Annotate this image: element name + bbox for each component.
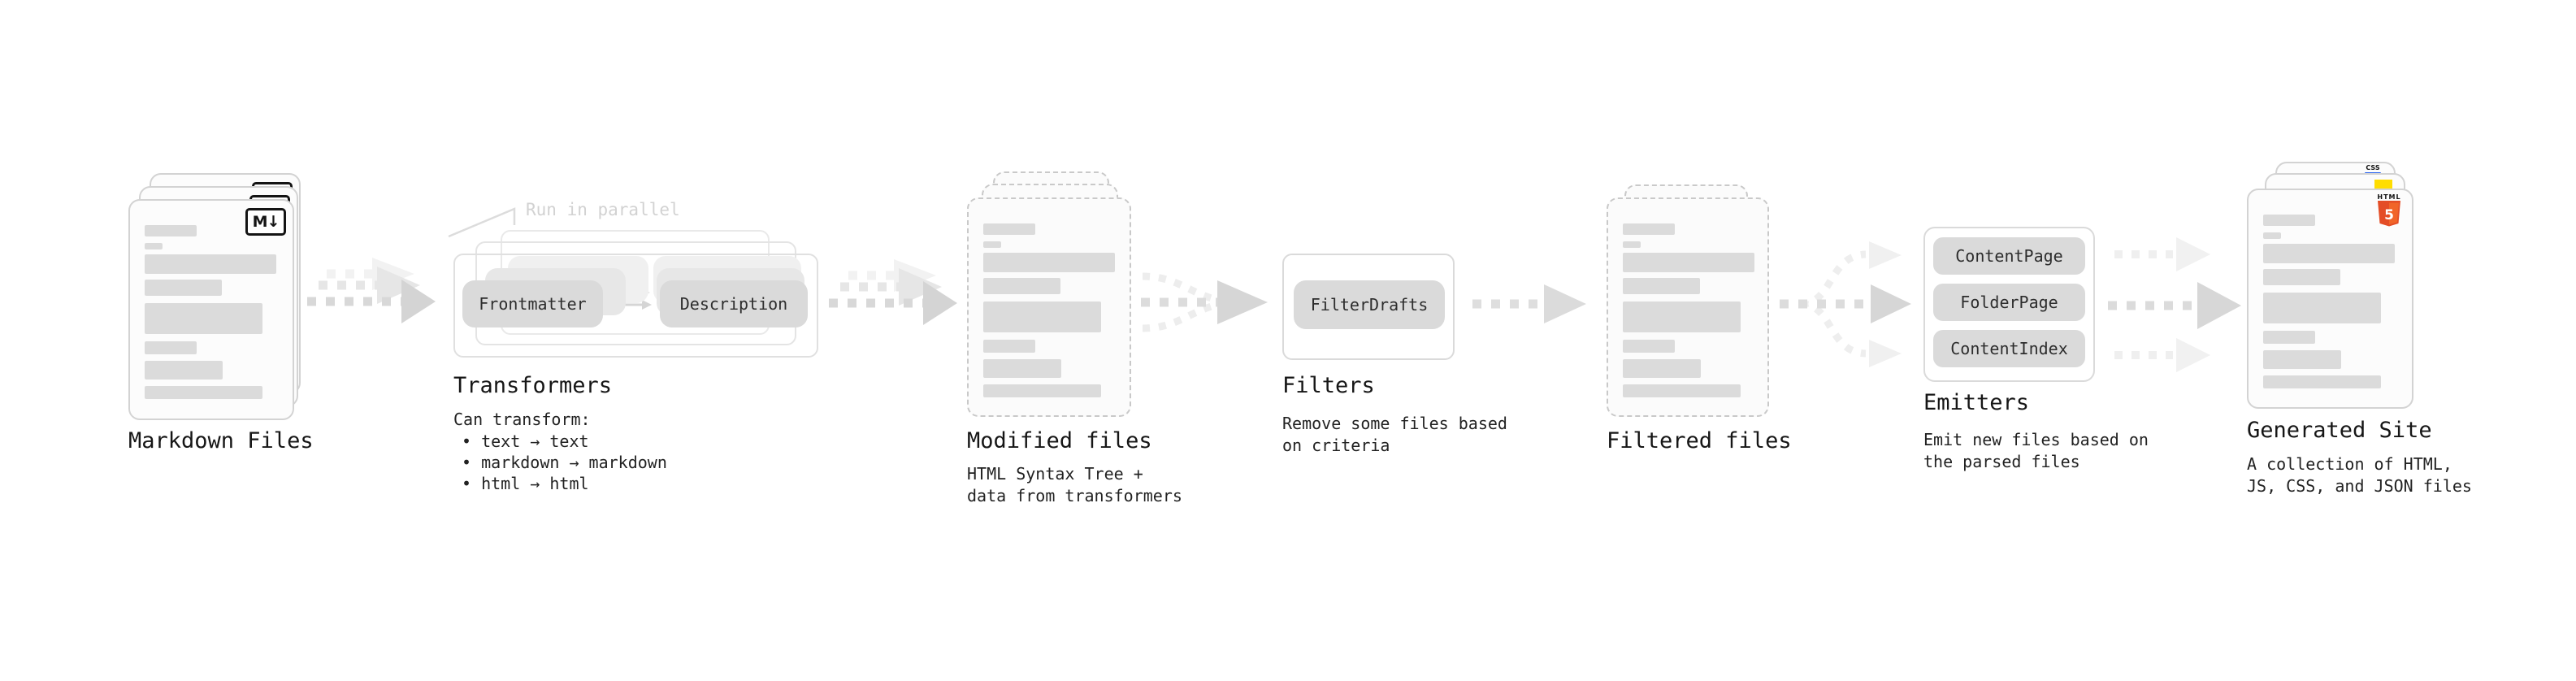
modified-files-subtitle: HTML Syntax Tree + [967, 464, 1143, 484]
modified-file-card-front [967, 197, 1131, 417]
generated-html-file-card: HTML 5 [2247, 189, 2413, 409]
contentindex-pill: ContentIndex [1933, 330, 2085, 367]
frontmatter-pill: Frontmatter [462, 280, 603, 327]
modified-files-title: Modified files [967, 428, 1152, 453]
transformers-bullet: • text → text [462, 432, 589, 451]
svg-text:5: 5 [2384, 207, 2394, 223]
markdown-file-card-front: M↓ [128, 199, 294, 420]
generated-site-subtitle: JS, CSS, and JSON files [2247, 476, 2472, 496]
run-in-parallel-note: Run in parallel [526, 200, 680, 219]
filtered-files-title: Filtered files [1607, 428, 1792, 453]
transformers-bullet: • markdown → markdown [462, 453, 667, 472]
transformers-bullet: • html → html [462, 474, 589, 493]
markdown-icon: M↓ [245, 208, 286, 236]
contentpage-pill: ContentPage [1933, 237, 2085, 275]
emitters-subtitle: the parsed files [1923, 452, 2080, 471]
generated-site-title: Generated Site [2247, 418, 2432, 443]
folderpage-pill: FolderPage [1933, 284, 2085, 321]
arrow-emitters-to-generated [2108, 237, 2241, 372]
arrow-filters-to-filtered [1472, 284, 1586, 323]
filters-title: Filters [1282, 373, 1375, 398]
run-in-parallel-leader-line [448, 207, 516, 238]
arrow-transformers-to-modified [829, 259, 957, 325]
transformers-subtitle: Can transform: [453, 410, 591, 429]
filterdrafts-pill: FilterDrafts [1294, 280, 1445, 329]
description-pill: Description [660, 280, 808, 327]
filtered-file-card-front [1607, 197, 1769, 417]
transformers-title: Transformers [453, 373, 613, 398]
transformer-box-front [453, 254, 818, 358]
arrow-markdown-to-transformers [307, 258, 436, 323]
arrow-modified-to-filters-converge [1141, 272, 1268, 332]
emitters-subtitle: Emit new files based on [1923, 430, 2149, 449]
arrow-filtered-to-emitters-fanout [1780, 241, 1911, 367]
javascript-icon [2374, 180, 2392, 189]
filters-subtitle: Remove some files based [1282, 414, 1507, 433]
html5-icon: HTML 5 [2374, 193, 2404, 227]
markdown-files-title: Markdown Files [128, 428, 314, 453]
emitters-title: Emitters [1923, 390, 2030, 415]
generated-site-subtitle: A collection of HTML, [2247, 454, 2452, 474]
filters-subtitle: on criteria [1282, 436, 1390, 455]
modified-files-subtitle: data from transformers [967, 486, 1182, 505]
